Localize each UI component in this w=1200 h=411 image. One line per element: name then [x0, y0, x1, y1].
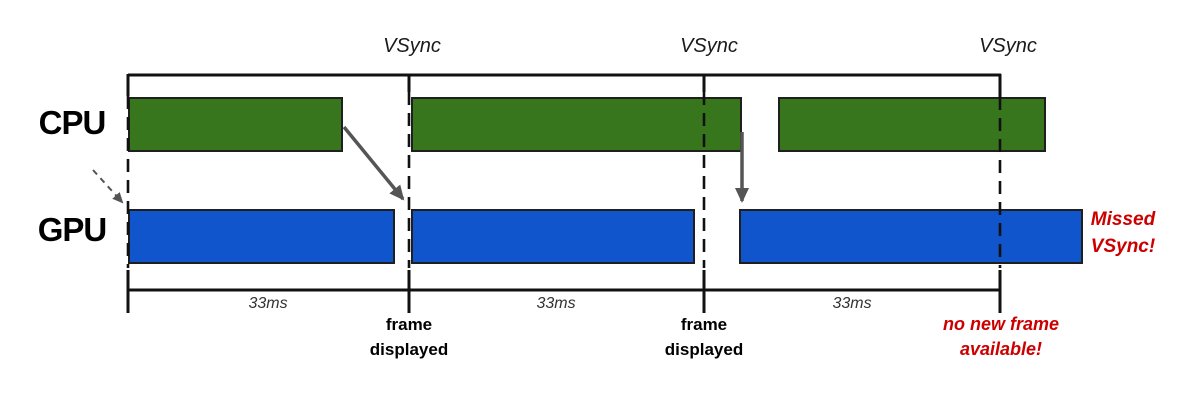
gpu-frame-bar-1 — [128, 209, 395, 264]
event-label-frame-displayed-1: frame displayed — [369, 315, 449, 359]
no-new-frame-annotation: no new frame available! — [942, 314, 1060, 359]
cpu-frame-bar-3 — [778, 97, 1046, 152]
vsync-label-3: VSync — [979, 35, 1037, 57]
vsync-label-1: VSync — [383, 35, 441, 57]
interval-label-3: 33ms — [832, 295, 872, 312]
gpu-frame-bar-2 — [411, 209, 695, 264]
cpu-to-gpu-handoff-arrow-1 — [342, 125, 405, 201]
interval-label-1: 33ms — [248, 295, 288, 312]
cpu-frame-bar-2 — [411, 97, 742, 152]
row-label-cpu: CPU — [38, 104, 107, 141]
frame-input-dashed-arrow — [92, 169, 124, 204]
missed-vsync-annotation: Missed VSync! — [1090, 209, 1156, 257]
interval-label-2: 33ms — [536, 295, 576, 312]
event-label-frame-displayed-2: frame displayed — [664, 315, 744, 359]
row-label-gpu: GPU — [37, 211, 108, 248]
gpu-frame-bar-3 — [739, 209, 1083, 264]
vsync-label-2: VSync — [680, 35, 738, 57]
cpu-frame-bar-1 — [128, 97, 343, 152]
